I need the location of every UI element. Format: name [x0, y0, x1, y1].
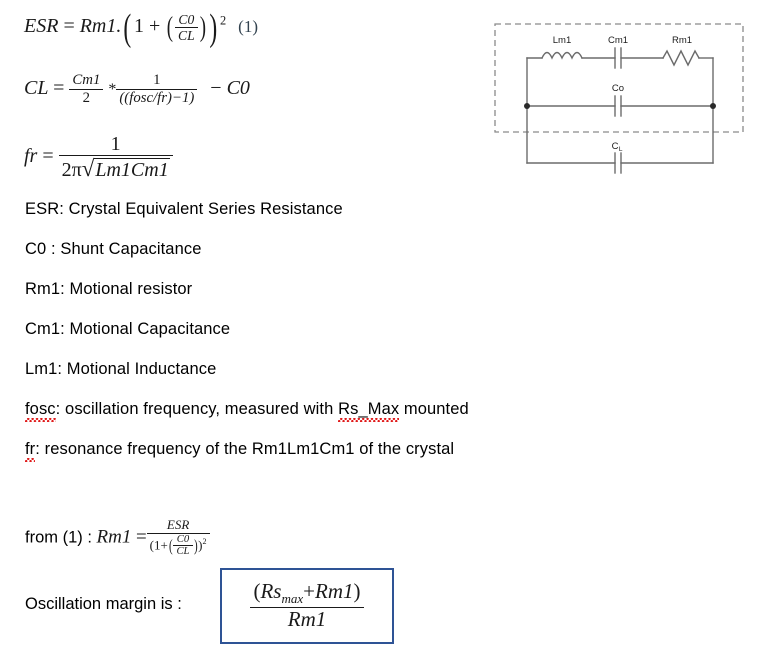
resistor-rm1-symbol: [662, 49, 700, 67]
equation-esr: ESR = Rm1.(1 + ( C0 CL ))2 (1): [24, 8, 258, 46]
fr-equals: =: [42, 145, 54, 168]
spellcheck-word-fosc: fosc: [25, 400, 56, 422]
cl-frac-cm1-2: Cm1 2: [69, 72, 104, 107]
from-1-numerator: ESR: [166, 517, 190, 532]
equation-fr-body: fr = 1 2π√Lm1Cm1: [24, 133, 173, 181]
definition-fosc-mid: : oscillation frequency, measured with: [55, 400, 339, 418]
from-1-ratio: C0 CL: [173, 533, 193, 559]
from-1-den-open: (1+: [149, 536, 168, 552]
esr-ratio-denominator: CL: [175, 27, 198, 43]
from-1-den-exponent: 2: [202, 536, 207, 546]
fr-radicand: Lm1Cm1: [94, 158, 170, 182]
margin-frac: (Rsmax+Rm1) Rm1: [250, 580, 364, 632]
definition-esr: ESR: Crystal Equivalent Series Resistanc…: [25, 200, 343, 218]
esr-lhs: ESR: [24, 15, 59, 38]
circuit-label-co: Co: [612, 83, 624, 94]
from-1-equals: =: [135, 526, 147, 548]
circuit-label-rm1: Rm1: [672, 35, 692, 46]
equation-number-1: (1): [238, 17, 258, 37]
esr-open-paren: (: [123, 6, 132, 49]
margin-plus: +: [303, 579, 316, 604]
cl-c0: C0: [226, 76, 250, 99]
spellcheck-word-rs-max: Rs_Max: [338, 400, 400, 422]
equation-from-1: from (1) : Rm1 = ESR (1+( C0 CL ))2: [25, 517, 210, 559]
fr-denominator: 2π√Lm1Cm1: [58, 155, 173, 182]
from-1-denominator: (1+( C0 CL ))2: [146, 532, 210, 559]
definition-fosc-tail: mounted: [399, 400, 469, 418]
circuit-label-cl: C: [612, 141, 619, 152]
equation-esr-body: ESR = Rm1.(1 + ( C0 CL ))2: [24, 8, 231, 46]
definition-fr-tail: : resonance frequency of the Rm1Lm1Cm1 o…: [35, 440, 455, 458]
cl-frac2-numerator: 1: [153, 72, 161, 88]
from-1-lead: from (1) :: [25, 528, 97, 547]
from-1-ratio-denominator: CL: [173, 545, 193, 558]
fr-frac: 1 2π√Lm1Cm1: [58, 133, 173, 182]
definition-fr: fr: resonance frequency of the Rm1Lm1Cm1…: [25, 440, 455, 462]
definition-rm1: Rm1: Motional resistor: [25, 280, 193, 298]
from-1-frac: ESR (1+( C0 CL ))2: [146, 517, 210, 559]
esr-exponent: 2: [219, 13, 227, 28]
cl-minus: −: [210, 76, 222, 99]
fr-den-2pi: 2π: [61, 159, 82, 182]
circuit-label-cm1: Cm1: [608, 35, 628, 46]
crystal-equivalent-circuit-diagram: Lm1 Cm1 Rm1 Co C L: [490, 18, 756, 180]
fr-numerator: 1: [110, 133, 121, 155]
from-1-inner-open-paren: (: [168, 536, 173, 556]
margin-open-paren: (: [253, 579, 261, 604]
crystal-boundary-dashed-box: [494, 23, 744, 133]
oscillation-margin-label: Oscillation margin is :: [25, 595, 182, 613]
esr-equals: =: [63, 15, 75, 38]
fr-sqrt: √Lm1Cm1: [82, 156, 170, 182]
circuit-label-cl-subscript: L: [619, 146, 623, 153]
radical-icon: √: [81, 156, 95, 182]
definition-fosc: fosc: oscillation frequency, measured wi…: [25, 400, 469, 422]
junction-dot-left: [524, 103, 530, 109]
oscillation-margin-box: (Rsmax+Rm1) Rm1: [220, 568, 394, 644]
cl-multiply: *: [108, 80, 117, 98]
cl-frac-main: 1 ((fosc/fr)−1): [116, 72, 198, 107]
cl-frac2-denominator: ((fosc/fr)−1): [116, 88, 198, 107]
esr-ratio: C0 CL: [175, 12, 198, 43]
margin-numerator: (Rsmax+Rm1): [250, 580, 363, 607]
esr-rm1: Rm1.: [79, 15, 122, 38]
margin-rm1: Rm1: [315, 579, 354, 604]
esr-ratio-numerator: C0: [178, 12, 195, 27]
inductor-lm1-symbol: [541, 51, 583, 60]
esr-inner-close-paren: ): [199, 11, 206, 44]
cl-equals: =: [53, 76, 65, 99]
esr-inner-open-paren: (: [167, 11, 174, 44]
junction-dot-right: [710, 103, 716, 109]
esr-plus: +: [149, 15, 161, 38]
from-1-ratio-numerator: C0: [176, 533, 190, 545]
oscillation-margin-formula: (Rsmax+Rm1) Rm1: [250, 580, 364, 632]
cl-lhs: CL: [24, 76, 49, 99]
margin-rs-subscript: max: [281, 591, 304, 607]
margin-rs: Rs: [260, 579, 282, 604]
spellcheck-word-fr: fr: [25, 440, 36, 462]
margin-close-paren: ): [353, 579, 361, 604]
fr-lhs: fr: [24, 145, 38, 168]
definition-cm1: Cm1: Motional Capacitance: [25, 320, 231, 338]
equation-cl-body: CL = Cm1 2 * 1 ((fosc/fr)−1) − C0: [24, 72, 250, 106]
margin-denominator: Rm1: [250, 607, 364, 632]
equation-cl: CL = Cm1 2 * 1 ((fosc/fr)−1) − C0: [24, 72, 250, 106]
from-1-rm1: Rm1: [96, 526, 132, 548]
circuit-label-lm1: Lm1: [553, 35, 571, 46]
esr-close-paren: ): [209, 6, 218, 49]
cl-frac1-denominator: 2: [69, 88, 104, 107]
from-1-inner-close-paren: ): [193, 536, 198, 556]
definition-c0: C0 : Shunt Capacitance: [25, 240, 202, 258]
cl-frac1-numerator: Cm1: [72, 72, 101, 88]
from-1-den-close: ): [198, 536, 203, 552]
definition-lm1: Lm1: Motional Inductance: [25, 360, 217, 378]
equation-fr: fr = 1 2π√Lm1Cm1: [24, 133, 173, 182]
esr-one: 1: [134, 15, 145, 38]
